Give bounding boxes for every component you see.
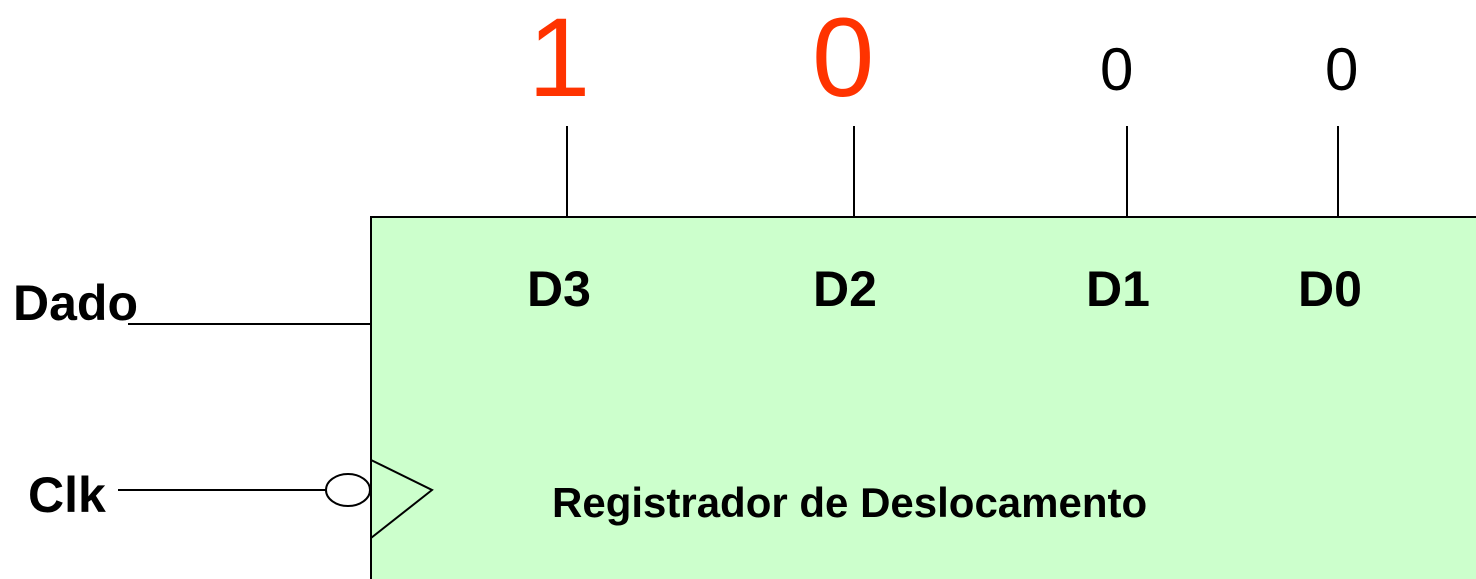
clock-input-label: Clk bbox=[28, 467, 106, 523]
output-value-d1: 0 bbox=[1100, 36, 1134, 103]
clock-inversion-bubble bbox=[325, 473, 371, 507]
pin-label-d1: D1 bbox=[1086, 261, 1150, 317]
data-input-label: Dado bbox=[13, 275, 138, 331]
output-value-d2: 0 bbox=[812, 0, 875, 120]
pin-label-d2: D2 bbox=[813, 261, 877, 317]
register-box bbox=[370, 216, 1476, 579]
output-value-d3: 1 bbox=[528, 0, 591, 120]
output-value-d0: 0 bbox=[1325, 36, 1359, 103]
pin-label-d0: D0 bbox=[1298, 261, 1362, 317]
pin-label-d3: D3 bbox=[527, 261, 591, 317]
clock-triangle bbox=[370, 459, 434, 539]
register-title: Registrador de Deslocamento bbox=[552, 479, 1148, 526]
